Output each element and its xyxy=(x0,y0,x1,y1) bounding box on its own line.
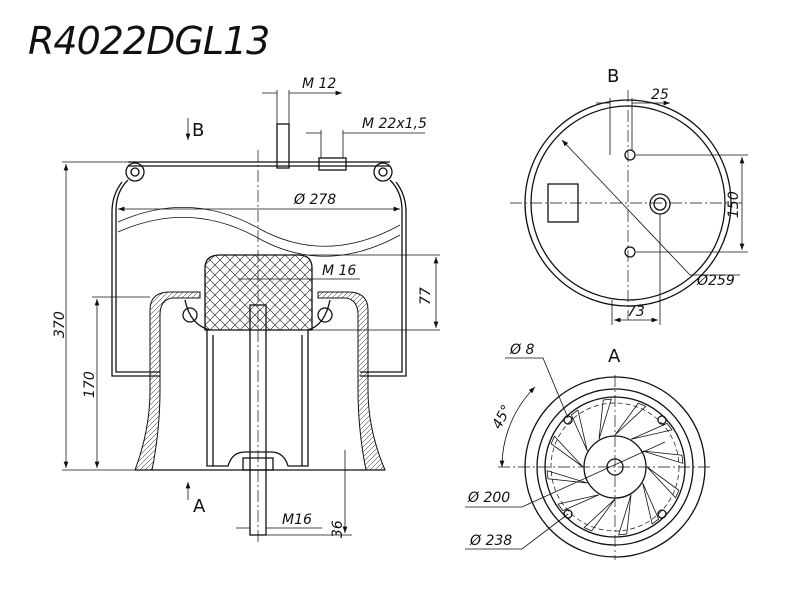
bellow-fold xyxy=(117,206,401,257)
view-a-bottom: A Ø 8 45° Ø 200 Ø 238 xyxy=(465,342,712,560)
piston-wall-left xyxy=(134,291,201,471)
mount-hole xyxy=(657,509,667,519)
dim-m16-bottom: M16 xyxy=(282,512,312,528)
inner-cylinder xyxy=(206,330,309,467)
hole xyxy=(624,246,636,258)
dim-73: 73 xyxy=(627,304,645,320)
rib xyxy=(570,409,588,452)
dim-150: 150 xyxy=(726,191,742,218)
nut xyxy=(242,457,274,471)
mount-hole xyxy=(657,415,667,425)
bead-left xyxy=(125,162,145,182)
side-view: 370 170 77 Ø 278 M 12 M 22x1,5 M 16 M16 … xyxy=(52,76,440,545)
dim-m16-top: M 16 xyxy=(322,263,356,279)
piston-wall-right xyxy=(317,291,386,471)
dim-m12: M 12 xyxy=(302,76,336,92)
rib xyxy=(642,482,660,525)
dim-170: 170 xyxy=(82,371,98,398)
rect-cutout xyxy=(547,183,579,223)
rib xyxy=(546,470,588,484)
air-fitting xyxy=(649,193,671,215)
view-label-a: A xyxy=(193,496,206,517)
dim-d238: Ø 238 xyxy=(469,533,512,549)
bead-right xyxy=(373,162,393,182)
dim-45-deg: 45° xyxy=(489,402,515,431)
dim-77: 77 xyxy=(418,287,434,305)
dim-d278: Ø 278 xyxy=(293,192,336,208)
mount-hole xyxy=(563,415,573,425)
dim-d8: Ø 8 xyxy=(509,342,534,358)
dim-d259: Ø259 xyxy=(696,273,735,289)
rib xyxy=(614,402,647,436)
rib xyxy=(630,422,673,440)
rib xyxy=(550,435,584,468)
rib xyxy=(557,494,600,512)
bolt xyxy=(249,304,267,536)
view-a-label: A xyxy=(608,346,621,367)
dim-d200: Ø 200 xyxy=(467,490,510,506)
view-b-top: B 25 150 Ø259 73 xyxy=(510,66,748,325)
stud-m12 xyxy=(276,123,290,169)
view-label-b: B xyxy=(192,120,204,141)
dim-25: 25 xyxy=(651,87,669,103)
dim-370: 370 xyxy=(52,311,68,338)
rib xyxy=(618,494,632,536)
bellow-right xyxy=(360,179,403,373)
top-plate xyxy=(128,161,390,167)
rib xyxy=(642,450,684,464)
drawing-title: R4022DGL13 xyxy=(28,19,269,63)
piston-ribs xyxy=(546,398,684,536)
air-port xyxy=(318,157,347,171)
view-b-label: B xyxy=(607,66,619,87)
mount-hole xyxy=(563,509,573,519)
hole xyxy=(624,149,636,161)
dim-36: 36 xyxy=(330,520,346,538)
rib xyxy=(583,498,616,532)
rib xyxy=(646,466,680,499)
dim-m22: M 22x1,5 xyxy=(362,116,427,132)
rib xyxy=(598,398,612,440)
bump-stop xyxy=(204,254,313,331)
bellow-left xyxy=(115,179,160,373)
